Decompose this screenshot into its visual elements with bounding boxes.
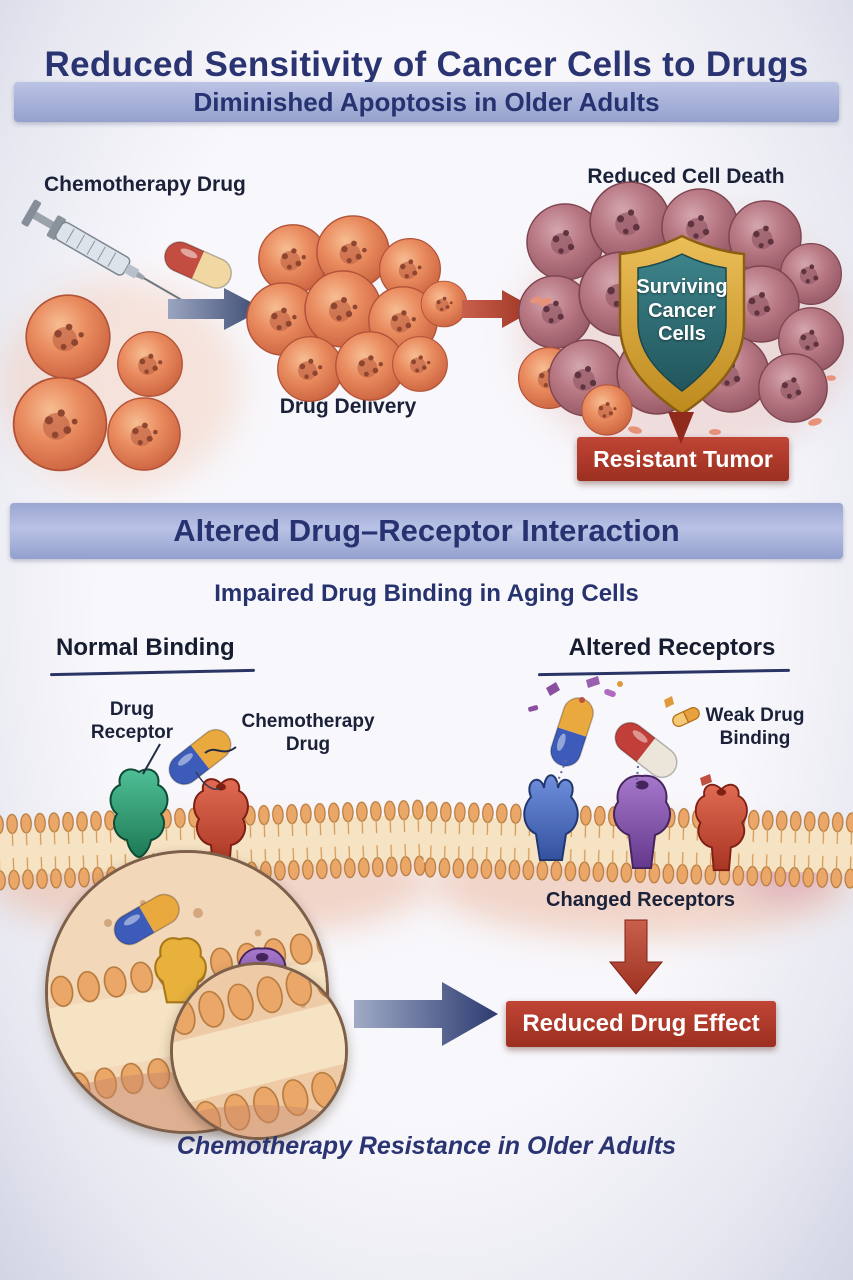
footer-caption: Chemotherapy Resistance in Older Adults — [176, 1132, 677, 1160]
small-capsule-icon — [672, 707, 700, 727]
drug-receptor-label: Drug Receptor — [90, 699, 174, 744]
chemotherapy-drug-label-2: Chemotherapy Drug — [241, 711, 375, 756]
weak-capsule-blue-icon — [550, 697, 594, 767]
blue-altered-receptor-icon — [523, 774, 579, 861]
changed-receptors-label: Changed Receptors — [546, 889, 735, 911]
shield-icon — [618, 234, 746, 416]
chemotherapy-drug-label: Chemotherapy Drug — [44, 173, 246, 196]
red-altered-receptor-icon — [694, 783, 748, 872]
resistant-tumor-text: Resistant Tumor — [593, 445, 773, 472]
arrow-down-red-icon — [608, 919, 664, 995]
resistant-tumor-banner: Resistant Tumor — [577, 437, 789, 481]
normal-binding-underline — [49, 668, 256, 677]
section2-subtitle: Impaired Drug Binding in Aging Cells — [214, 580, 639, 607]
shield-line-3: Cells — [658, 323, 706, 346]
reduced-drug-effect-text: Reduced Drug Effect — [522, 1010, 760, 1037]
syringe-icon — [21, 199, 186, 304]
section2-banner-text: Altered Drug–Receptor Interaction — [173, 513, 680, 548]
magnified-membrane-inset-2 — [170, 962, 348, 1140]
shield-text: Surviving Cancer Cells — [618, 276, 746, 347]
shield-line-2: Cancer — [648, 299, 716, 322]
weak-drug-binding-label: Weak Drug Binding — [705, 705, 805, 750]
arrow-right-big-icon — [354, 982, 498, 1046]
reduced-drug-effect-banner: Reduced Drug Effect — [506, 1001, 776, 1047]
section2-banner: Altered Drug–Receptor Interaction — [10, 503, 843, 559]
normal-binding-header: Normal Binding — [56, 634, 235, 661]
section1-banner-text: Diminished Apoptosis in Older Adults — [193, 86, 660, 117]
arrow-right-icon — [168, 288, 264, 330]
cancer-cell-cluster-mid — [246, 215, 468, 402]
arrow-right-red-icon — [462, 290, 536, 328]
shield-line-1: Surviving — [636, 276, 728, 298]
altered-receptors-header: Altered Receptors — [568, 634, 776, 661]
altered-receptors-underline — [537, 668, 791, 677]
weak-capsule-red-icon — [614, 721, 678, 779]
page-title: Reduced Sensitivity of Cancer Cells to D… — [44, 45, 809, 85]
section1-banner: Diminished Apoptosis in Older Adults — [14, 82, 839, 122]
chemo-capsule-icon — [163, 241, 233, 289]
